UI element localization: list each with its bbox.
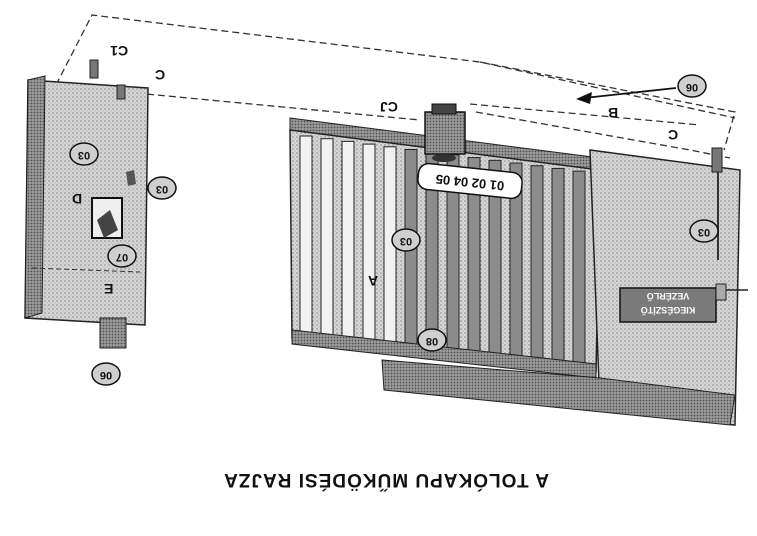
left-pillar (24, 59, 149, 349)
callout-03-left-panel: 03 (69, 142, 99, 166)
svg-text:08: 08 (426, 335, 438, 347)
svg-text:06: 06 (686, 81, 698, 93)
controller-box (619, 287, 717, 323)
arrow-06 (576, 87, 677, 104)
post-right (711, 147, 723, 173)
svg-text:03: 03 (78, 149, 90, 161)
pillar-line-e (31, 267, 141, 273)
label-d: D (72, 191, 82, 207)
cable-b (469, 103, 701, 126)
gate-bar (530, 165, 544, 363)
gate-bar (551, 167, 565, 366)
gate-motor (424, 103, 466, 162)
label-c-left: C (155, 67, 165, 83)
gate-bar (362, 143, 376, 344)
callout-06-top: 06 (677, 74, 707, 98)
gate-bar (320, 138, 334, 339)
motor-gear (432, 154, 456, 162)
callout-07: 07 (107, 244, 137, 268)
gate-bar (572, 170, 586, 368)
callout-03-right: 03 (689, 219, 719, 243)
label-a: A (368, 273, 378, 289)
right-wall (381, 147, 748, 426)
label-e: E (104, 281, 113, 297)
pillar-side (24, 75, 46, 319)
gate-bar (341, 140, 355, 342)
gate-bar (299, 135, 313, 337)
controller-line2: KIEGÉSZÍTŐ (641, 305, 696, 316)
callout-03-left-side: 03 (147, 176, 177, 200)
callout-08: 08 (417, 328, 447, 352)
wire-labels: C1 C CJ B C D E A (72, 43, 678, 297)
post-c (116, 84, 126, 100)
cable-c1-left (55, 14, 736, 119)
svg-text:03: 03 (400, 235, 412, 247)
photocell-lens (97, 210, 118, 238)
motor-cap (431, 103, 457, 115)
callout-06-bottom: 06 (91, 362, 121, 386)
controller-line1: VEZÉRLŐ (647, 291, 690, 302)
svg-text:07: 07 (116, 251, 128, 263)
gate-bars (299, 135, 586, 368)
right-lamp (715, 283, 727, 301)
cable-c-left (124, 91, 421, 121)
svg-text:06: 06 (100, 369, 112, 381)
gate-sign-text: 01 02 04 05 (435, 171, 505, 193)
wall-base (381, 359, 736, 426)
diagram-title: A TOLÓKAPU MŰKÖDÉSI RAJZA (223, 469, 549, 491)
pillar-footing (99, 317, 127, 349)
callout-03-gate: 03 (391, 228, 421, 252)
label-c1-center: CJ (380, 99, 398, 115)
callouts: 06 03 03 07 06 03 08 03 (69, 74, 719, 386)
svg-text:03: 03 (698, 226, 710, 238)
motor-housing (424, 111, 466, 155)
post-c1 (89, 59, 99, 79)
controller-box-labels: VEZÉRLŐ KIEGÉSZÍTŐ (641, 291, 696, 316)
sliding-gate (289, 117, 601, 379)
label-c-right: C (668, 127, 678, 143)
label-c1-left: C1 (110, 43, 128, 59)
gate-sign: 01 02 04 05 (417, 162, 523, 200)
key-switch-icon (126, 170, 136, 186)
svg-text:03: 03 (156, 183, 168, 195)
cable-top-right (479, 61, 736, 151)
label-b: B (608, 105, 618, 121)
